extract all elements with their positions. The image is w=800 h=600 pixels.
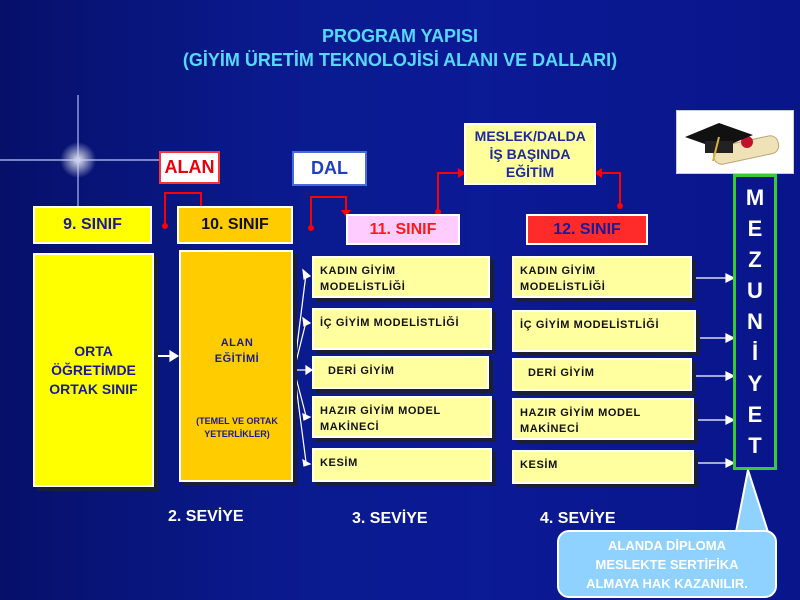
mezuniyet-letter: T bbox=[748, 433, 762, 458]
branch-12-ic-giyim: İÇ GİYİM MODELİSTLİĞİ bbox=[512, 310, 696, 352]
page-subtitle: (GİYİM ÜRETİM TEKNOLOJİSİ ALANI VE DALLA… bbox=[182, 50, 618, 70]
mezuniyet-letter: N bbox=[747, 309, 763, 334]
branch-12-hazir-giyim: HAZIR GİYİM MODEL MAKİNECİ bbox=[512, 398, 694, 440]
branch-11-kesim: KESİM bbox=[312, 448, 492, 482]
mezuniyet-letter: U bbox=[747, 278, 763, 303]
level-2-label: 2. SEVİYE bbox=[168, 508, 244, 525]
mezuniyet-letter: İ bbox=[751, 340, 759, 365]
page-title: PROGRAM YAPISI bbox=[321, 26, 479, 46]
graduation-callout-text: ALANDA DİPLOMA MESLEKTE SERTİFİKA ALMAYA… bbox=[586, 537, 748, 591]
orta-ogretim-block: ORTA ÖĞRETİMDE ORTAK SINIF bbox=[33, 253, 154, 487]
orta-ogretim-label: ORTA ÖĞRETİMDE ORTAK SINIF bbox=[49, 342, 138, 397]
graduation-callout: ALANDA DİPLOMA MESLEKTE SERTİFİKA ALMAYA… bbox=[557, 530, 777, 598]
branch-12-kesim: KESİM bbox=[512, 450, 694, 484]
alan-egitimi-note: (TEMEL VE ORTAK YETERLİKLER) bbox=[196, 416, 278, 439]
mezuniyet-letter: E bbox=[747, 402, 763, 427]
meslek-tag: MESLEK/DALDA İŞ BAŞINDA EĞİTİM bbox=[464, 123, 596, 185]
branch-12-deri-giyim: DERİ GİYİM bbox=[512, 358, 692, 391]
mezuniyet-letter: Y bbox=[747, 371, 763, 396]
mezuniyet-letter: Z bbox=[748, 247, 762, 272]
dal-tag: DAL bbox=[292, 151, 367, 186]
mezuniyet-letter: M bbox=[745, 185, 765, 210]
level-4-label: 4. SEVİYE bbox=[540, 510, 616, 527]
branch-12-kadin-giyim: KADIN GİYİM MODELİSTLİĞİ bbox=[512, 256, 692, 298]
grade-9-header: 9. SINIF bbox=[33, 206, 152, 244]
grade-12-header: 12. SINIF bbox=[526, 214, 648, 245]
branch-11-kadin-giyim: KADIN GİYİM MODELİSTLİĞİ bbox=[312, 256, 490, 298]
alan-tag: ALAN bbox=[159, 151, 220, 184]
branch-11-hazir-giyim: HAZIR GİYİM MODEL MAKİNECİ bbox=[312, 396, 492, 438]
alan-egitimi-block: ALAN EĞİTİMİ (TEMEL VE ORTAK YETERLİKLER… bbox=[179, 250, 293, 482]
grade-11-header: 11. SINIF bbox=[346, 214, 460, 245]
alan-egitimi-label: ALAN EĞİTİMİ bbox=[214, 337, 260, 365]
branch-11-ic-giyim: İÇ GİYİM MODELİSTLİĞİ bbox=[312, 308, 492, 350]
level-3-label: 3. SEVİYE bbox=[352, 510, 428, 527]
grade-10-header: 10. SINIF bbox=[177, 206, 293, 244]
branch-11-deri-giyim: DERİ GİYİM bbox=[312, 356, 489, 389]
graduation-cap-diploma-icon bbox=[676, 110, 794, 174]
mezuniyet-column: M E Z U N İ Y E T bbox=[733, 174, 777, 470]
mezuniyet-letter: E bbox=[747, 216, 763, 241]
